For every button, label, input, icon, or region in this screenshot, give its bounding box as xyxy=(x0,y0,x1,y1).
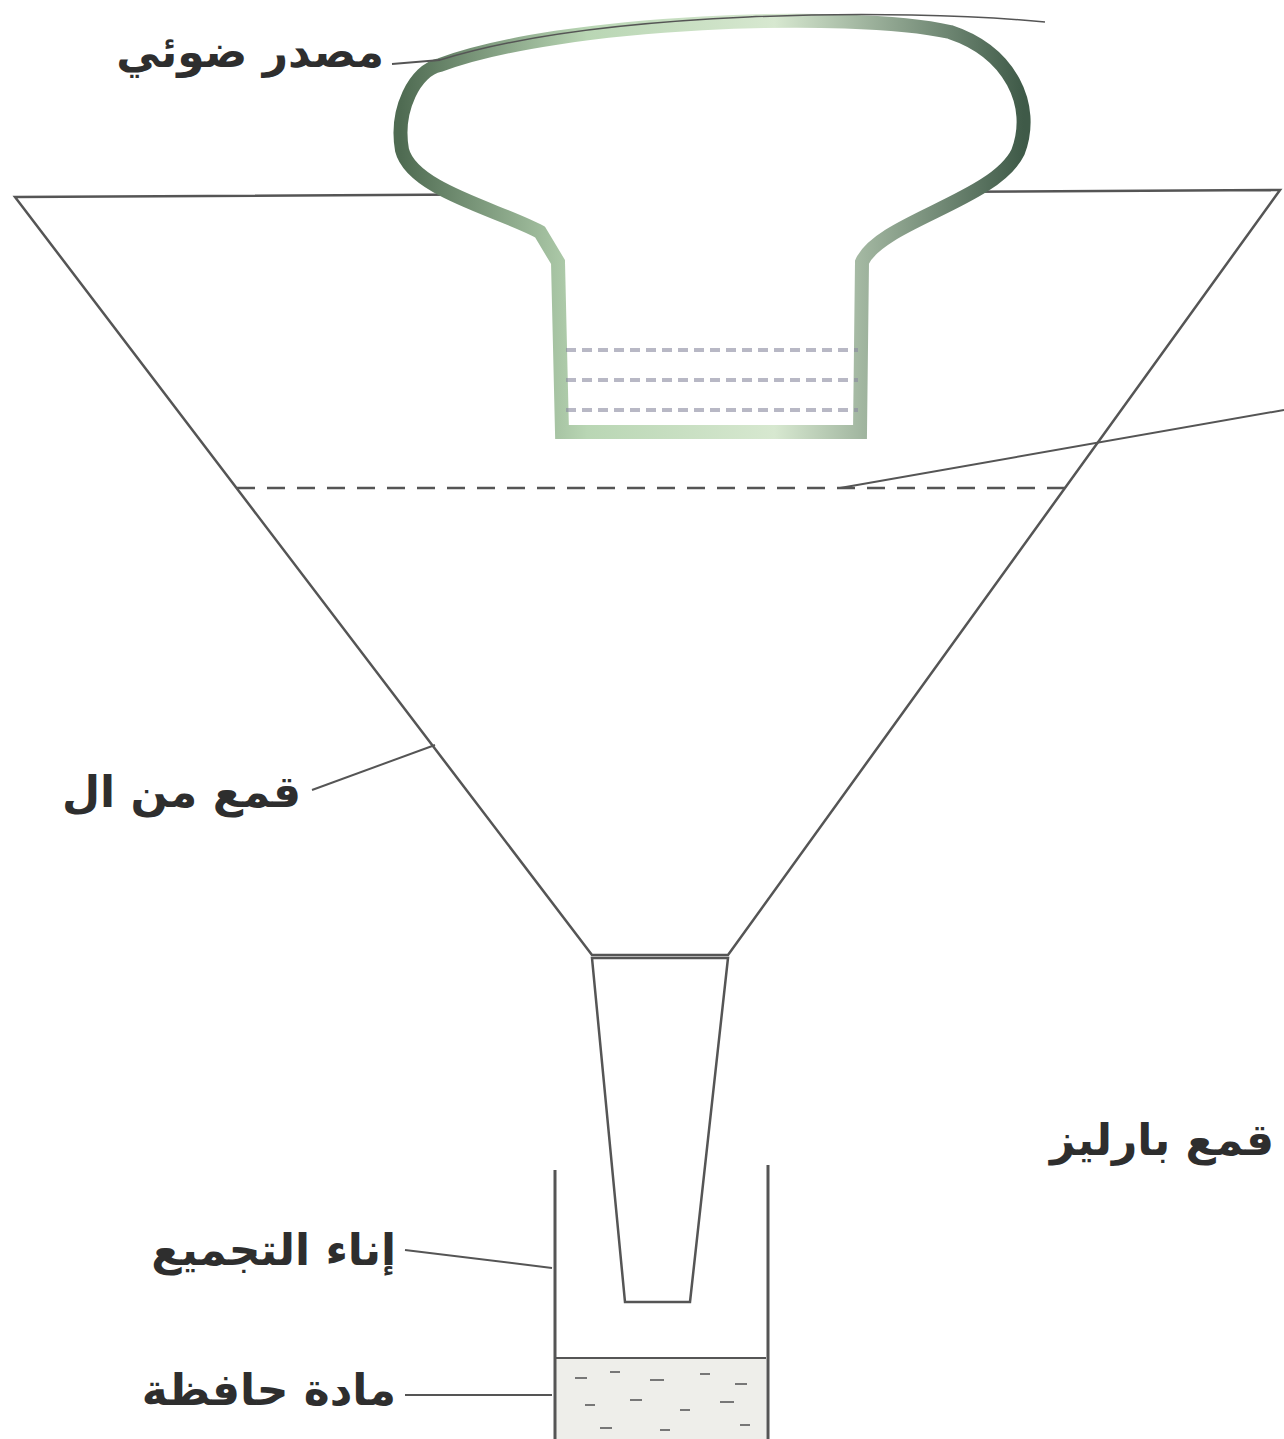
leader-line xyxy=(312,745,435,790)
vessel-wall xyxy=(767,1165,770,1439)
leader-line xyxy=(840,410,1284,488)
leader-line xyxy=(440,15,1045,60)
leader-line xyxy=(405,1394,552,1396)
collection-vessel-label: إناء التجميع xyxy=(147,1224,400,1277)
funnel-stem xyxy=(592,958,728,1302)
funnel-label: قمع من ال xyxy=(58,766,305,819)
sieve-mesh xyxy=(237,487,1068,490)
preservative-liquid xyxy=(555,1358,766,1439)
leader-line xyxy=(392,60,440,64)
light-bulb xyxy=(401,21,1024,432)
berlese-funnel-label: قمع بارليز xyxy=(1046,1114,1278,1167)
vessel-wall xyxy=(554,1170,557,1439)
bulb-cap xyxy=(566,350,858,410)
light-source-label: مصدر ضوئي xyxy=(112,26,388,79)
leader-line xyxy=(405,1250,552,1268)
liquid-stipple xyxy=(575,1372,750,1430)
preservative-label: مادة حافظة xyxy=(138,1364,400,1417)
liquid-surface xyxy=(555,1357,766,1359)
